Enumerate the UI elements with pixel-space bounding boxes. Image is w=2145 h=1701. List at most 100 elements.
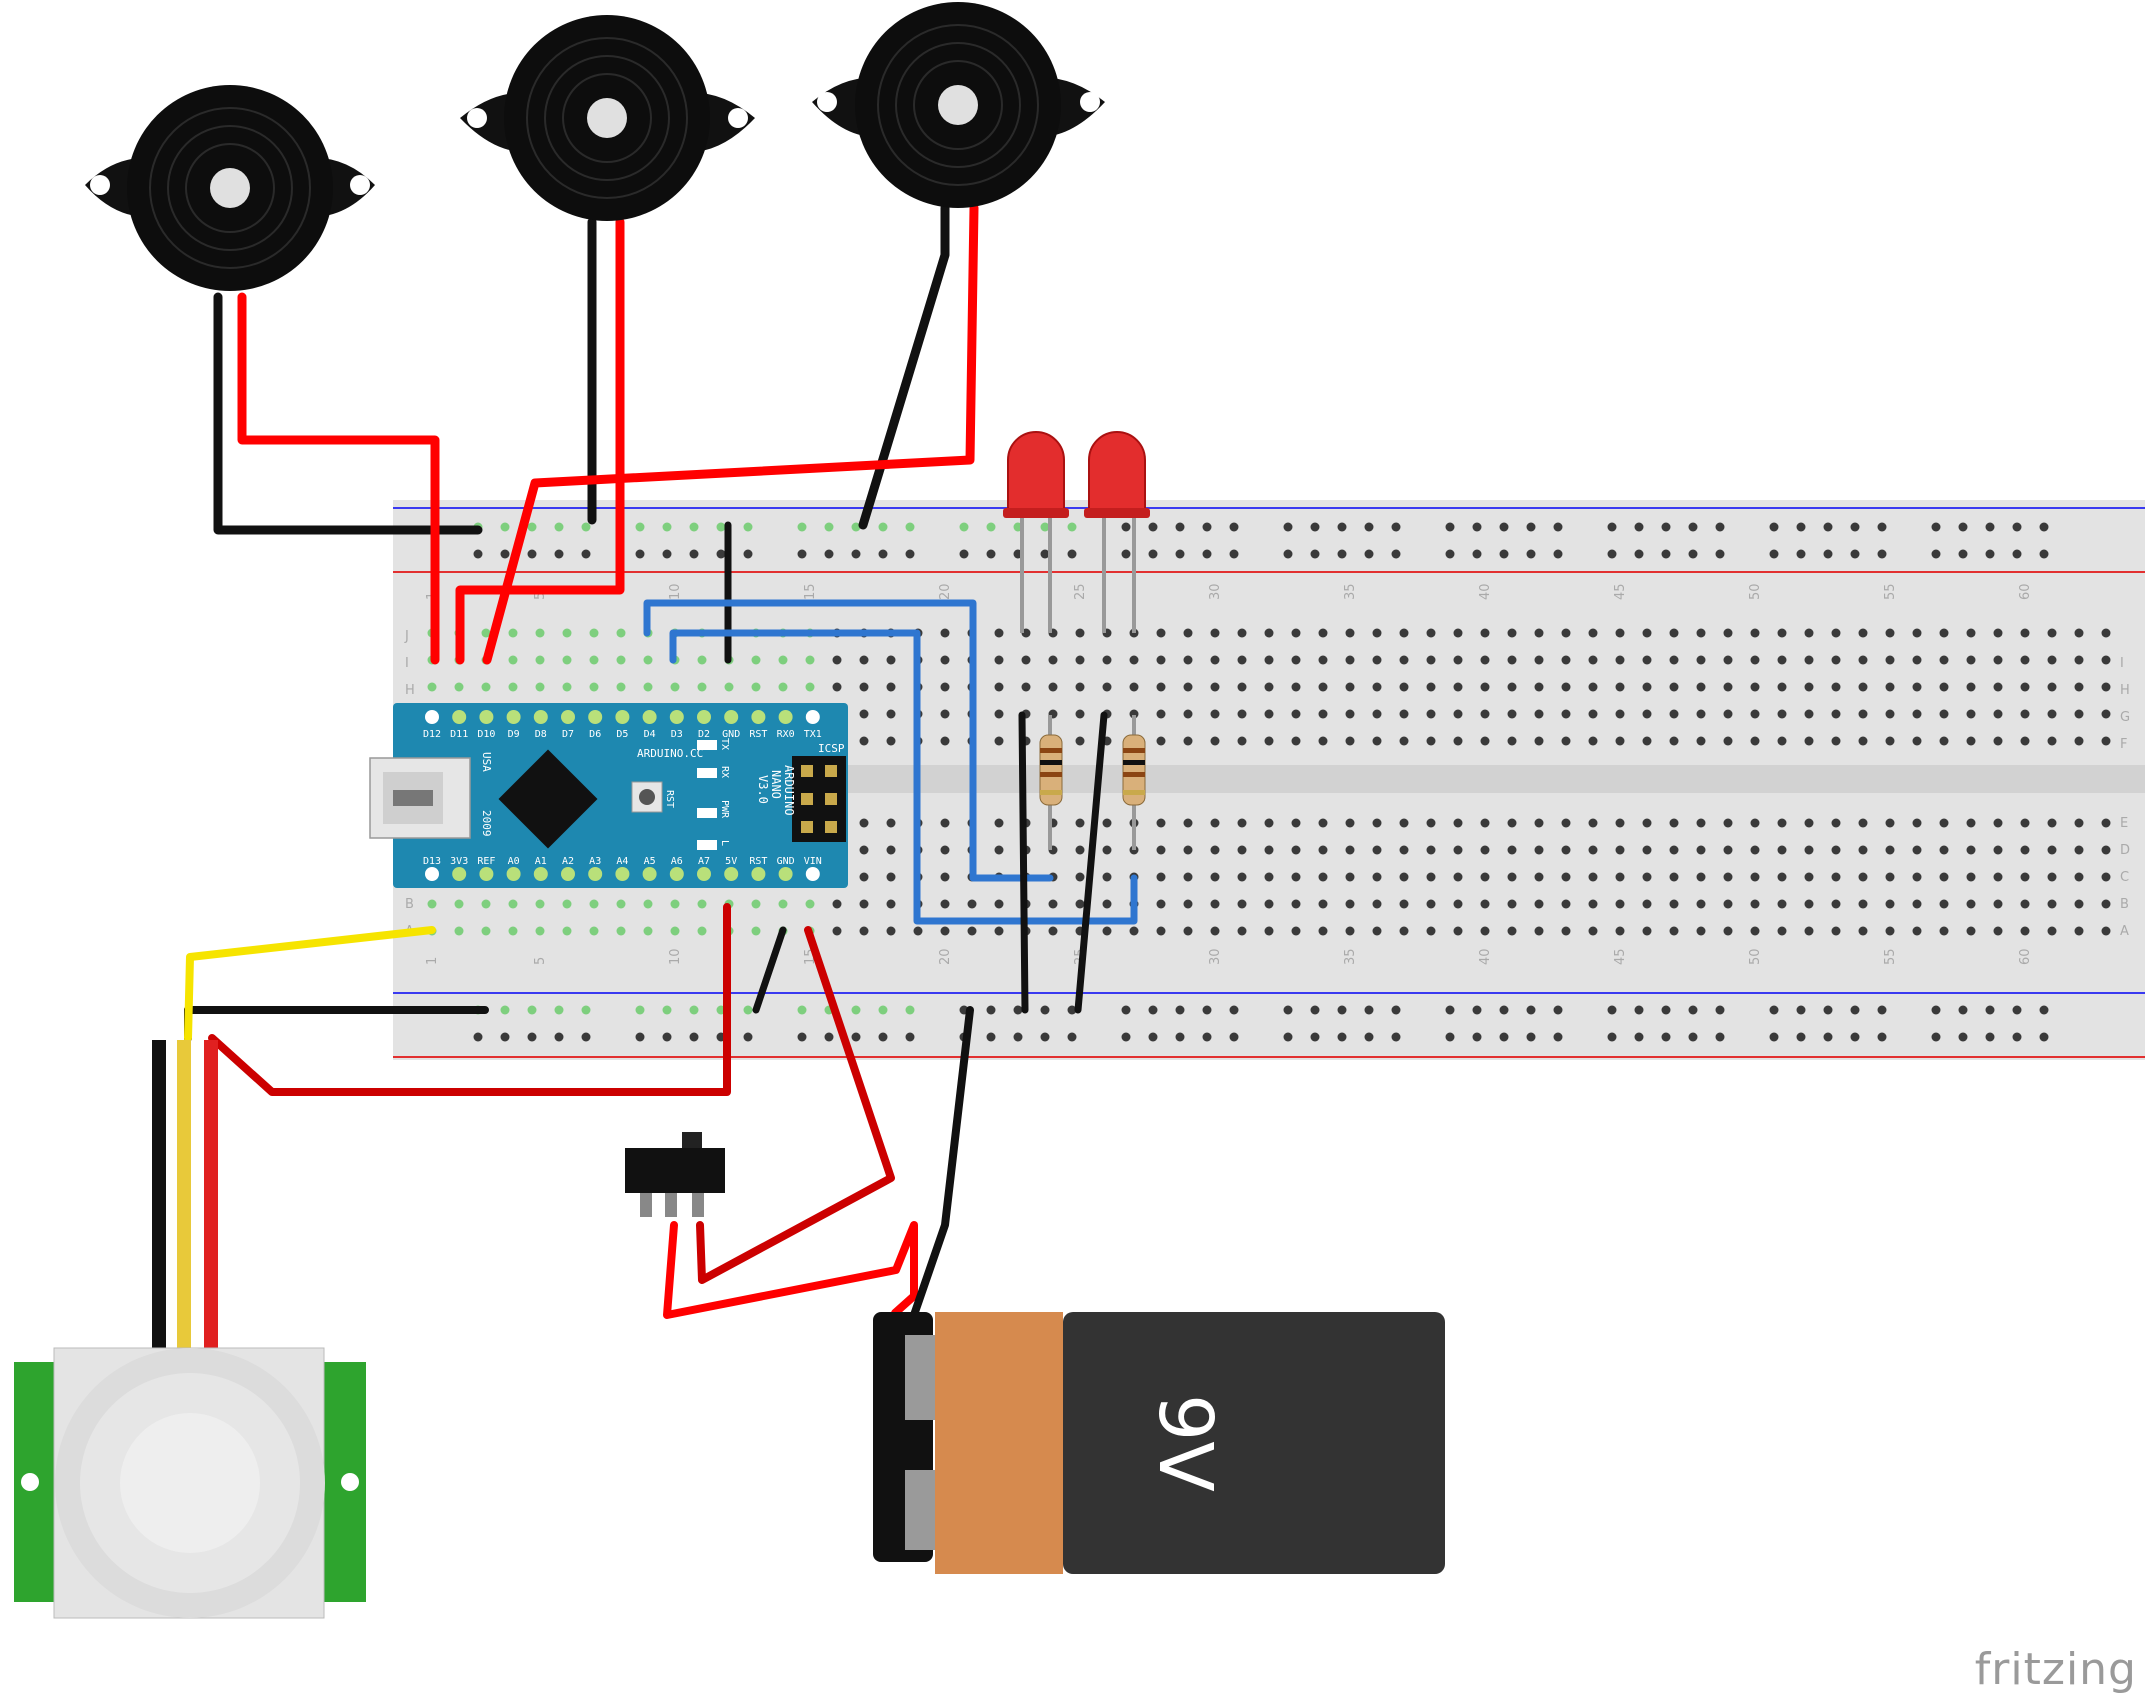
nano-pin-label: A0 (508, 856, 520, 867)
breadboard-hole (1796, 1005, 1806, 1015)
breadboard-hole (2074, 682, 2084, 692)
pir-wire-red (204, 1040, 218, 1350)
breadboard-hole (1075, 709, 1085, 719)
breadboard-hole (1102, 818, 1112, 828)
breadboard-hole (859, 682, 869, 692)
nano-pin-label: REF (477, 856, 495, 867)
breadboard-hole (1399, 926, 1409, 936)
breadboard-hole (1264, 628, 1274, 638)
breadboard-hole (697, 655, 707, 665)
breadboard-hole (1939, 818, 1949, 828)
breadboard-hole (2047, 682, 2057, 692)
battery-9v: 9V (873, 1312, 1445, 1574)
breadboard-hole (1615, 709, 1625, 719)
breadboard-hole (1264, 845, 1274, 855)
breadboard-hole (2039, 1032, 2049, 1042)
breadboard-hole (905, 522, 915, 532)
breadboard-hole (1345, 926, 1355, 936)
breadboard-hole (886, 899, 896, 909)
breadboard-hole (1912, 655, 1922, 665)
nano-pin-label: D3 (671, 729, 683, 740)
breadboard-hole (1499, 522, 1509, 532)
breadboard-hole (535, 655, 545, 665)
wire-vin-switch (696, 926, 895, 1284)
breadboard-hole (1183, 872, 1193, 882)
breadboard-hole (743, 549, 753, 559)
breadboard-hole (1777, 926, 1787, 936)
breadboard-hole (1777, 736, 1787, 746)
breadboard-hole (1480, 655, 1490, 665)
breadboard-hole (1229, 549, 1239, 559)
breadboard-hole (1858, 655, 1868, 665)
breadboard-hole (1823, 1032, 1833, 1042)
breadboard-hole (1364, 1032, 1374, 1042)
breadboard-hole (1796, 549, 1806, 559)
battery-cap (935, 1312, 1063, 1574)
breadboard-hole (1210, 628, 1220, 638)
breadboard-hole (1561, 709, 1571, 719)
breadboard-hole (2020, 926, 2030, 936)
breadboard-hole (1534, 818, 1544, 828)
nano-pin-label: D6 (589, 729, 601, 740)
column-number: 5 (533, 957, 548, 965)
column-number: 10 (668, 583, 683, 600)
breadboard-hole (1372, 709, 1382, 719)
breadboard-hole (616, 926, 626, 936)
nano-pin-label: D7 (562, 729, 574, 740)
breadboard-hole (940, 655, 950, 665)
breadboard-hole (1858, 872, 1868, 882)
breadboard-hole (743, 1032, 753, 1042)
breadboard-hole (1102, 926, 1112, 936)
breadboard-hole (662, 549, 672, 559)
breadboard-hole (1858, 736, 1868, 746)
breadboard-hole (1642, 682, 1652, 692)
breadboard-hole (1993, 926, 2003, 936)
breadboard-hole (1885, 628, 1895, 638)
breadboard-hole (1129, 682, 1139, 692)
breadboard-hole (1075, 655, 1085, 665)
breadboard-hole (1202, 1005, 1212, 1015)
nano-pin (778, 867, 793, 881)
breadboard-hole (797, 1005, 807, 1015)
breadboard-hole (1958, 1032, 1968, 1042)
breadboard-hole (2074, 926, 2084, 936)
breadboard-hole (905, 1032, 915, 1042)
breadboard-hole (535, 682, 545, 692)
breadboard-hole (1669, 845, 1679, 855)
breadboard-hole (1075, 736, 1085, 746)
column-number: 50 (1748, 948, 1763, 965)
breadboard-hole (1391, 522, 1401, 532)
icsp-pins (801, 765, 837, 833)
breadboard-hole (508, 628, 518, 638)
breadboard-hole (1364, 1005, 1374, 1015)
breadboard-hole (589, 682, 599, 692)
breadboard-hole (1642, 926, 1652, 936)
breadboard-hole (527, 522, 537, 532)
breadboard-hole (805, 655, 815, 665)
breadboard-hole (1183, 899, 1193, 909)
breadboard-hole (2101, 926, 2111, 936)
breadboard-hole (2012, 522, 2022, 532)
breadboard-hole (1102, 872, 1112, 882)
breadboard-hole (1939, 628, 1949, 638)
row-letter: I (2120, 656, 2124, 671)
breadboard-hole (1102, 655, 1112, 665)
nano-year: 2009 (480, 810, 493, 837)
breadboard-hole (1102, 899, 1112, 909)
led-label-pwr: PWR (719, 800, 730, 819)
breadboard-hole (1183, 926, 1193, 936)
breadboard-hole (1183, 628, 1193, 638)
row-letter: I (405, 656, 409, 671)
nano-pin (615, 710, 630, 724)
nano-pin (615, 867, 630, 881)
nano-pin (697, 710, 711, 724)
breadboard-hole (805, 682, 815, 692)
breadboard-hole (643, 899, 653, 909)
breadboard-hole (878, 1032, 888, 1042)
row-letter: D (2120, 843, 2130, 858)
breadboard-hole (1507, 628, 1517, 638)
breadboard-hole (589, 899, 599, 909)
column-number: 5 (533, 592, 548, 600)
breadboard-hole (940, 736, 950, 746)
